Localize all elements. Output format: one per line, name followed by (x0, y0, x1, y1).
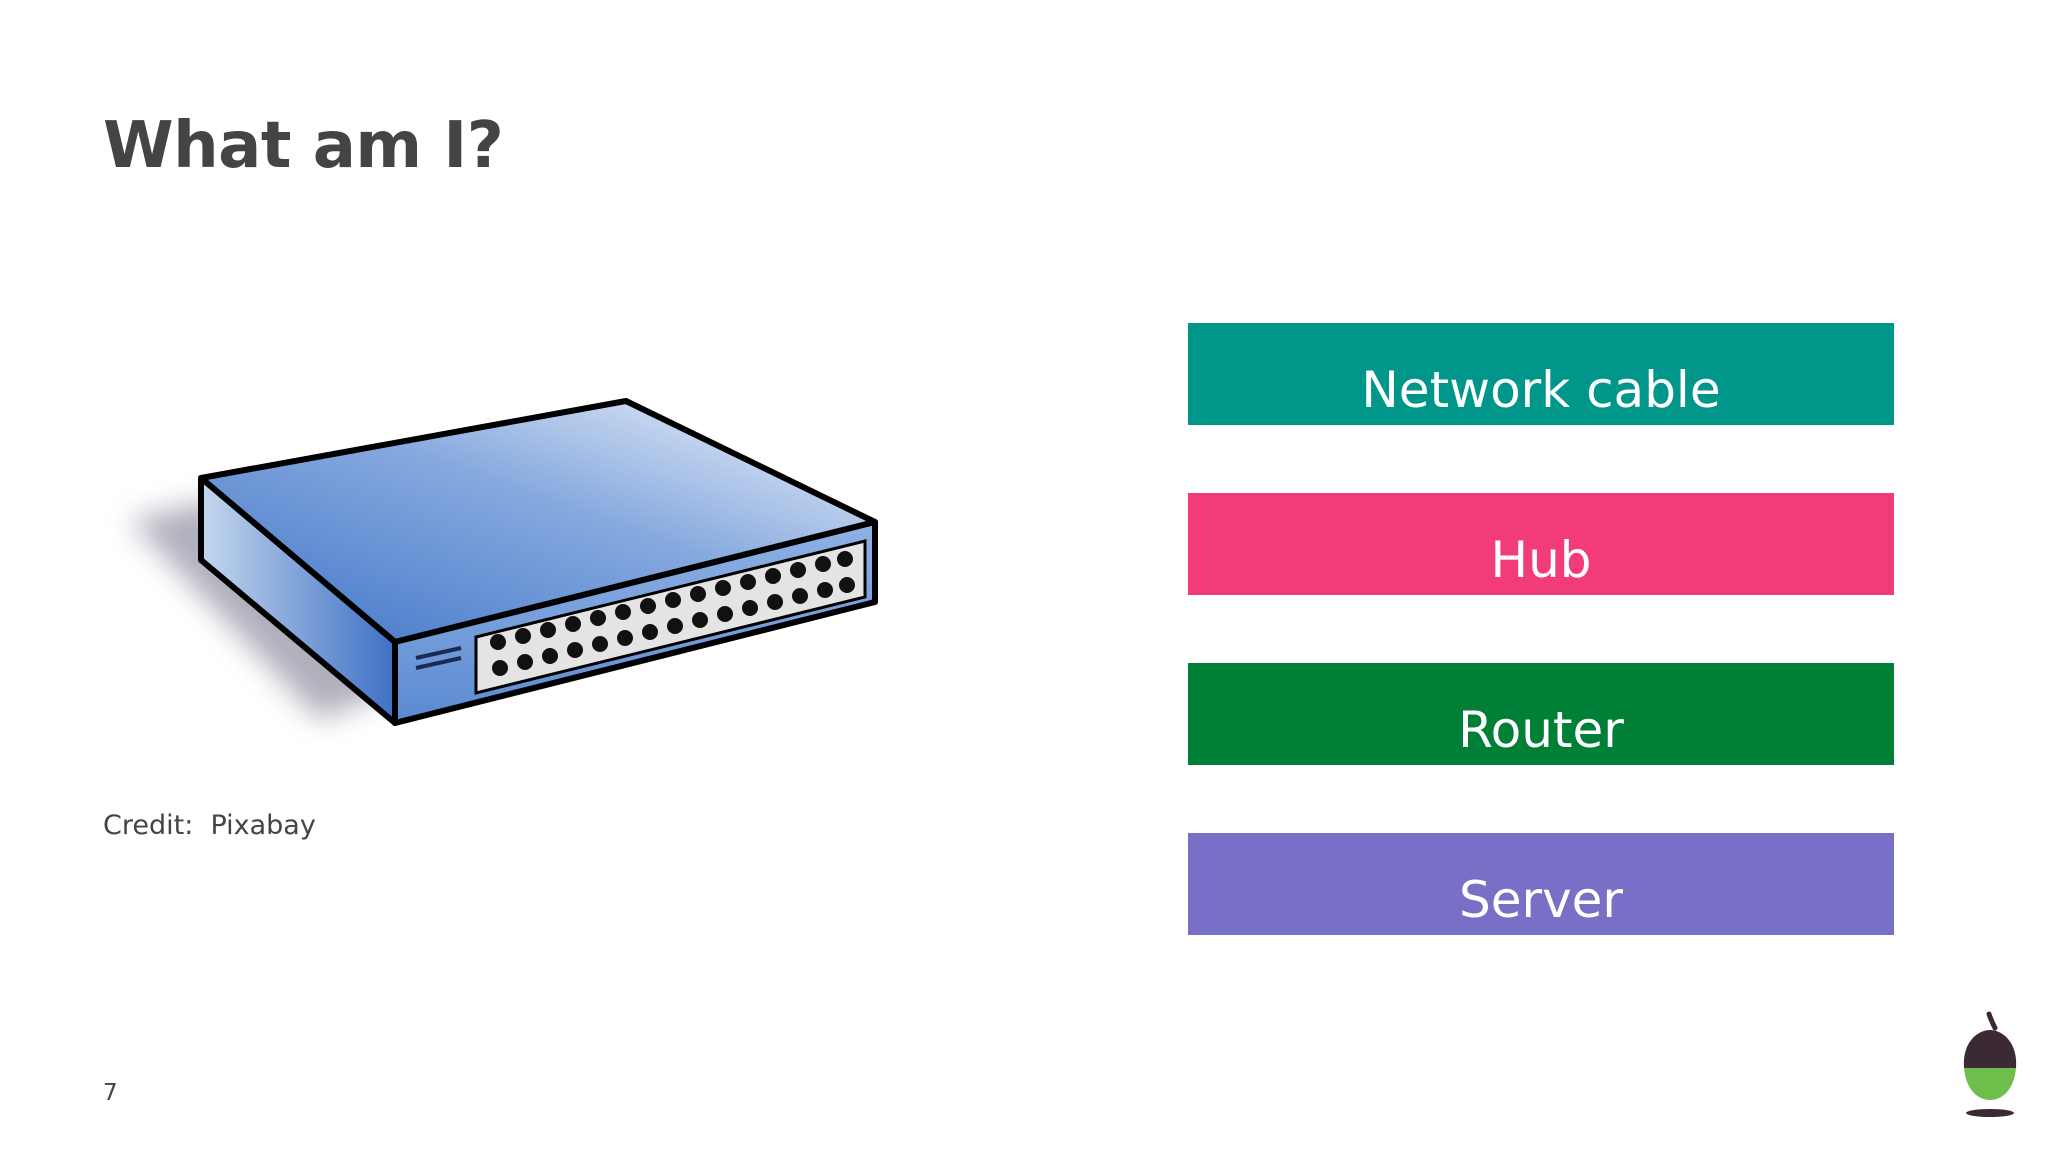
image-credit: Credit: Pixabay (103, 810, 316, 841)
option-network-cable[interactable]: Network cable (1188, 323, 1894, 425)
option-server[interactable]: Server (1188, 833, 1894, 935)
slide-title: What am I? (103, 109, 504, 183)
option-label: Hub (1490, 531, 1592, 589)
page-number: 7 (103, 1080, 118, 1106)
option-label: Server (1459, 871, 1623, 929)
network-switch-icon (130, 398, 878, 726)
option-hub[interactable]: Hub (1188, 493, 1894, 595)
acorn-icon (1963, 1011, 2017, 1117)
option-label: Network cable (1361, 361, 1721, 419)
option-label: Router (1458, 701, 1624, 759)
option-router[interactable]: Router (1188, 663, 1894, 765)
